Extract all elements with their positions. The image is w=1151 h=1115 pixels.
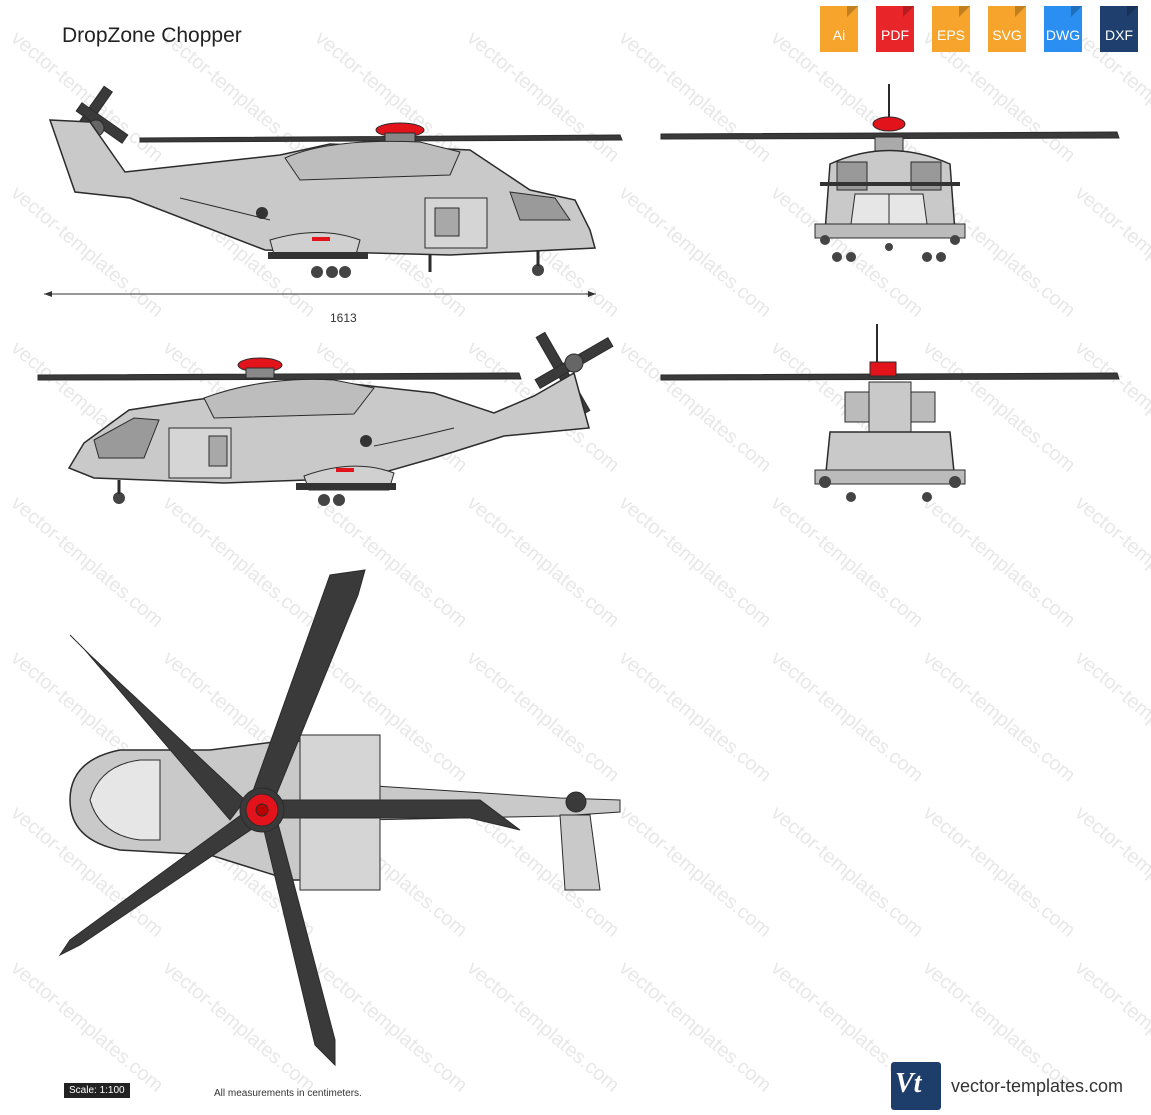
watermark-text: vector-templates.com (615, 957, 776, 1097)
brand-site-link[interactable]: vector-templates.com (951, 1075, 1124, 1096)
watermark-text: vector-templates.com (1071, 492, 1151, 632)
watermark-text: vector-templates.com (767, 802, 928, 942)
watermark-text: vector-templates.com (767, 492, 928, 632)
brand-logo-text: Vt (895, 1068, 922, 1099)
dimension-line (44, 291, 596, 297)
format-label: DWG (1045, 27, 1081, 43)
page-title: DropZone Chopper (62, 24, 242, 47)
format-eps-icon[interactable]: EPS (932, 6, 970, 52)
front-view (660, 84, 1120, 262)
format-label: Ai (832, 27, 846, 43)
top-view (58, 569, 621, 1067)
scale-badge: Scale: 1:100 (64, 1083, 130, 1098)
rear-view (660, 324, 1120, 502)
watermark-text: vector-templates.com (615, 802, 776, 942)
format-label: SVG (992, 27, 1022, 43)
dimension-length: 1613 (330, 311, 357, 325)
watermark-text: vector-templates.com (919, 647, 1080, 787)
side-view-right (37, 331, 614, 506)
format-dwg-icon[interactable]: DWG (1044, 6, 1082, 52)
format-pdf-icon[interactable]: PDF (876, 6, 914, 52)
brand-logo-icon: Vt (891, 1062, 941, 1110)
watermark-text: vector-templates.com (615, 647, 776, 787)
format-svg-icon[interactable]: SVG (988, 6, 1026, 52)
watermark-text: vector-templates.com (919, 802, 1080, 942)
watermark-text: vector-templates.com (767, 647, 928, 787)
format-label: DXF (1105, 27, 1133, 43)
watermark-text: vector-templates.com (919, 492, 1080, 632)
brand[interactable]: Vt vector-templates.com (891, 1062, 1123, 1110)
watermark-text: vector-templates.com (615, 492, 776, 632)
watermark-text: vector-templates.com (1071, 647, 1151, 787)
format-dxf-icon[interactable]: DXF (1100, 6, 1138, 52)
watermark-text: vector-templates.com (1071, 802, 1151, 942)
measurement-note: All measurements in centimeters. (214, 1088, 362, 1099)
format-label: PDF (881, 27, 909, 43)
side-view-left (48, 85, 623, 278)
format-ai-icon[interactable]: Ai (820, 6, 858, 52)
format-label: EPS (936, 27, 965, 43)
